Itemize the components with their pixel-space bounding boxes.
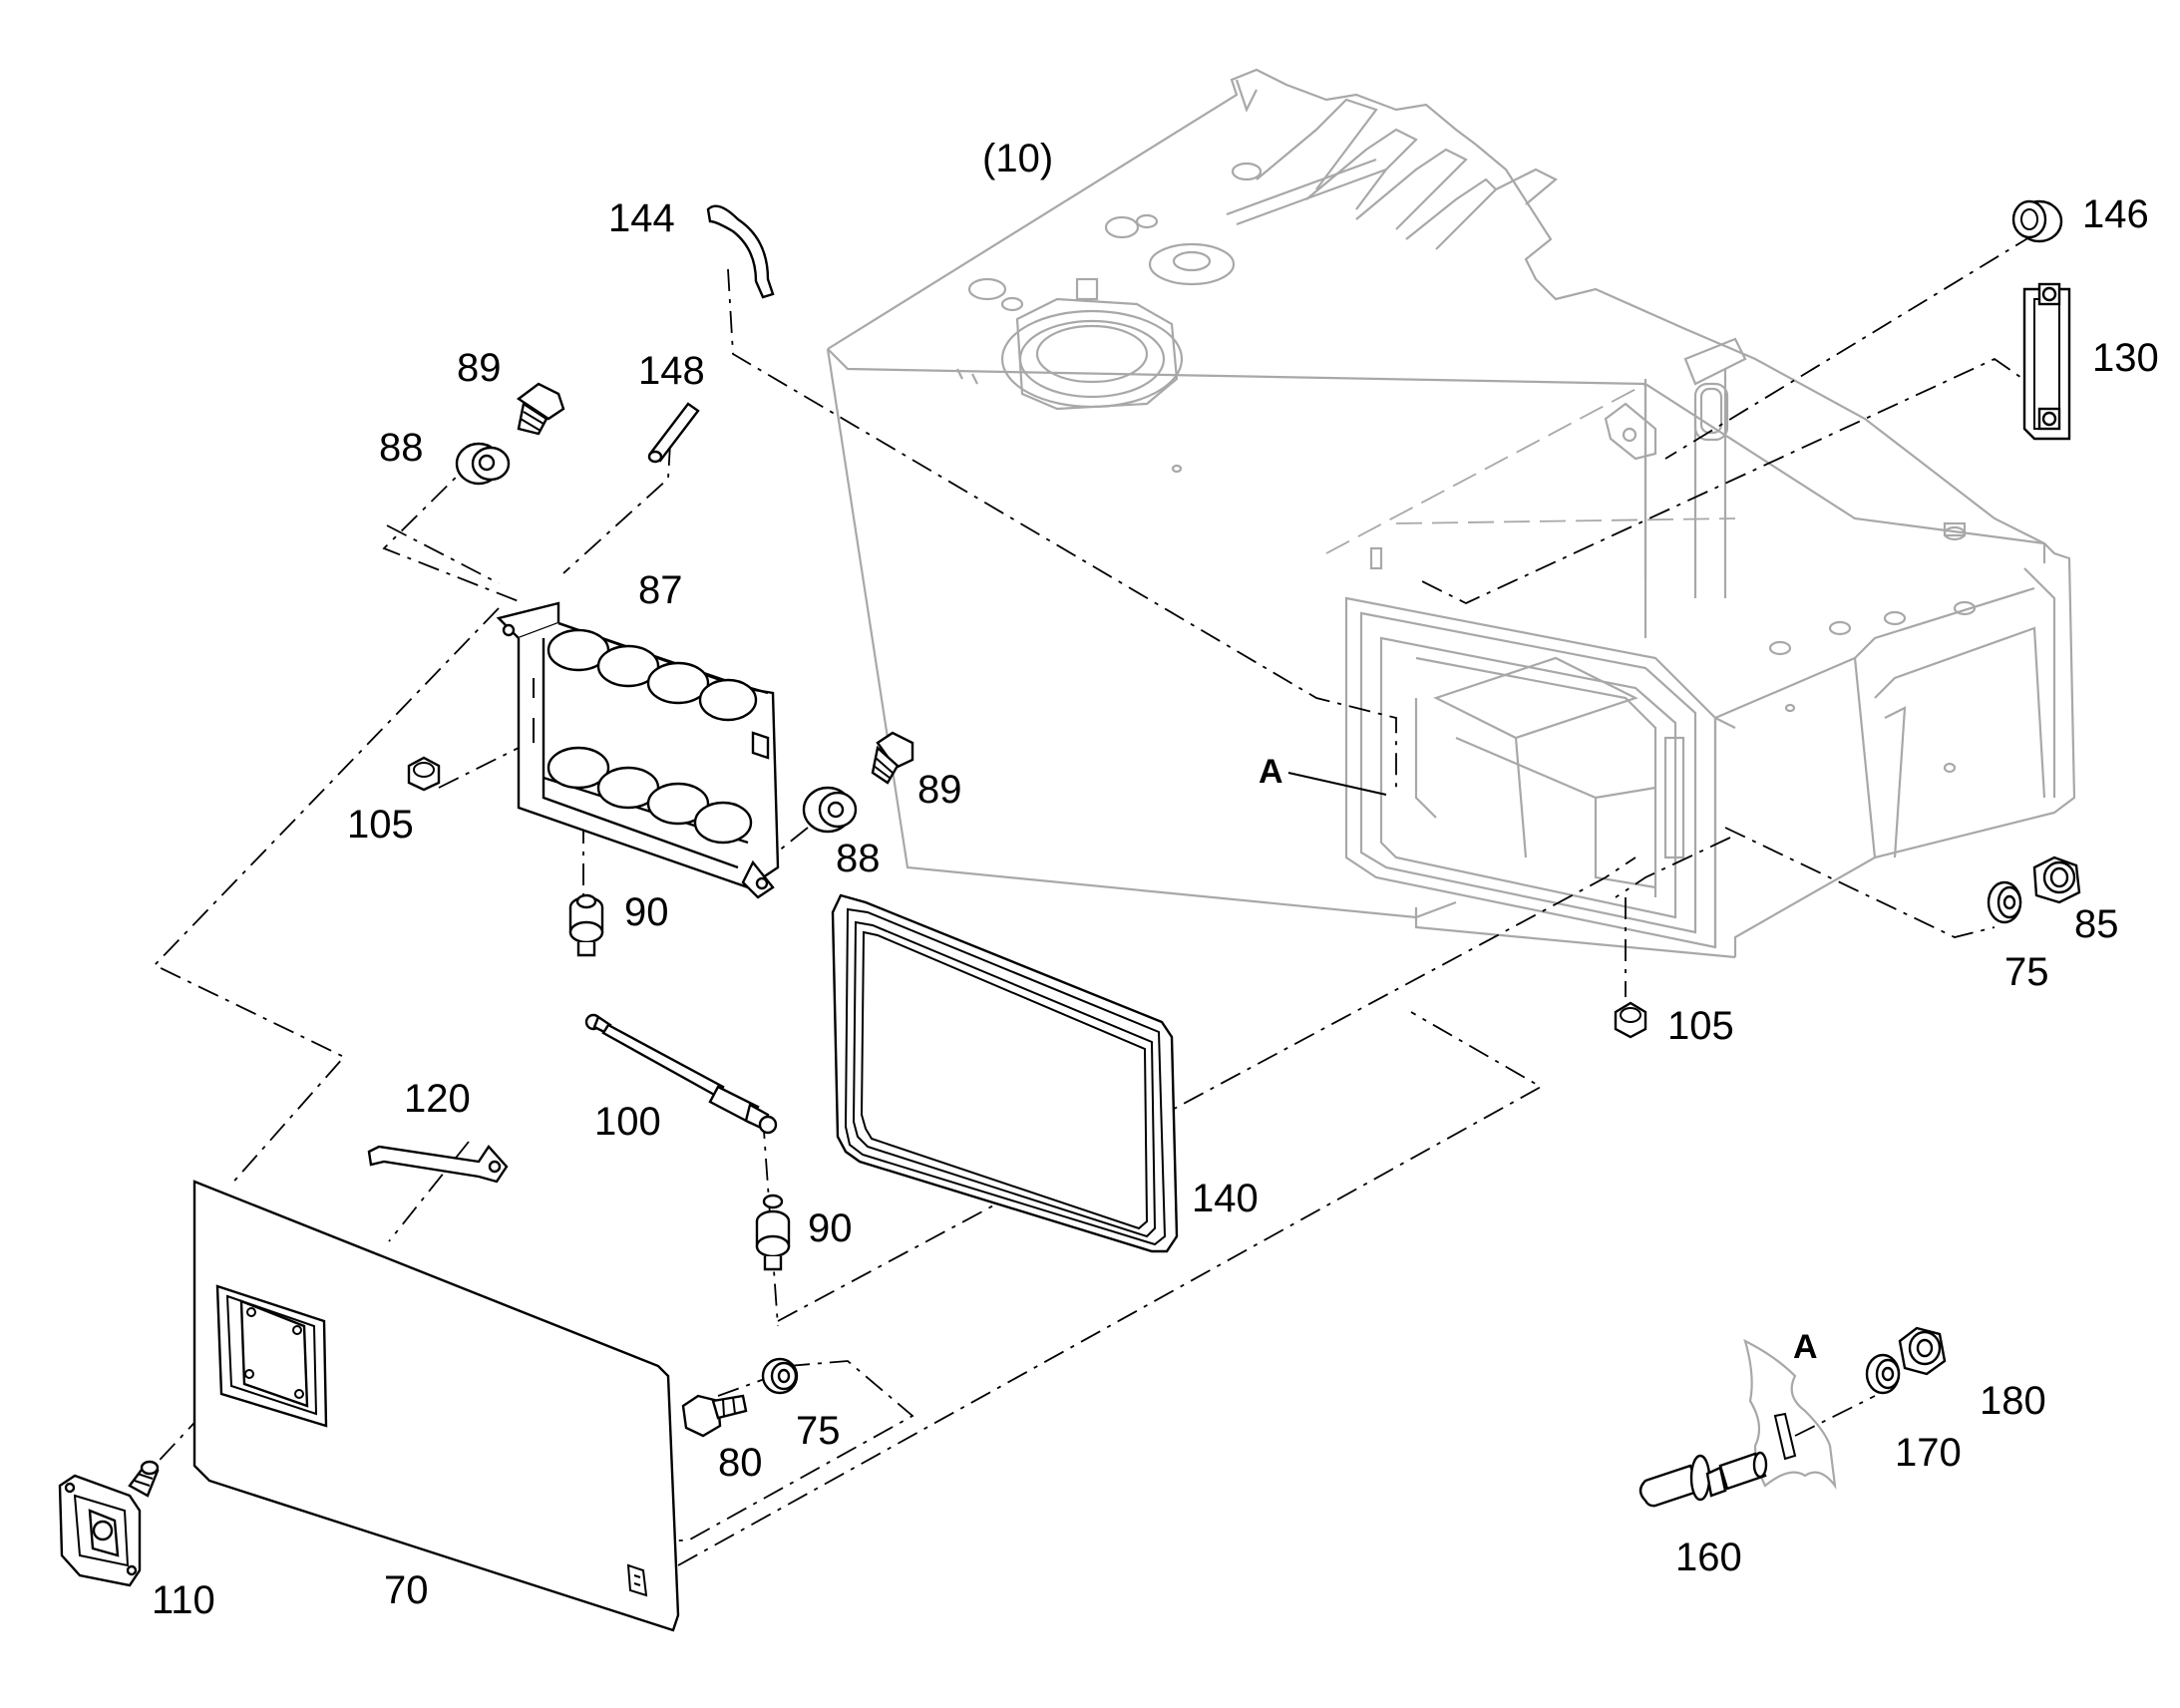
latch-part-120: [367, 1145, 509, 1184]
bolt-part-89-top: [516, 382, 565, 436]
callout-130: 130: [2092, 336, 2159, 380]
cap-part-146: [2011, 199, 2063, 243]
washer-part-75-lower: [761, 1357, 799, 1395]
callout-160: 160: [1675, 1536, 1742, 1579]
ball-stud-part-90-upper: [568, 893, 604, 957]
callout-146: 146: [2082, 192, 2149, 236]
door-panel-part-70: [192, 1180, 680, 1632]
callout-85: 85: [2074, 902, 2119, 946]
callout-120: 120: [404, 1077, 471, 1121]
callout-80: 80: [718, 1441, 763, 1485]
callout-89-top: 89: [457, 346, 502, 390]
callout-88-right: 88: [836, 837, 881, 880]
nut-part-105-right: [1614, 1001, 1647, 1039]
washer-part-170: [1865, 1353, 1901, 1395]
bolt-part-89-right: [871, 731, 914, 785]
detail-a-inset: [1743, 1338, 1876, 1490]
ball-stud-part-160: [1638, 1451, 1768, 1508]
callout-144: 144: [608, 196, 675, 240]
bracket-part-87: [496, 601, 780, 899]
callout-140: 140: [1192, 1177, 1259, 1220]
callout-90-upper: 90: [624, 890, 669, 934]
bolt-part-80: [681, 1394, 748, 1438]
callout-148: 148: [638, 349, 705, 393]
assembly-ref-label: (10): [982, 137, 1053, 180]
washer-part-88-right: [802, 786, 858, 834]
callout-75-lower: 75: [796, 1409, 841, 1453]
detail-a-marker-inset: A: [1793, 1328, 1818, 1366]
washer-part-75-right: [1987, 880, 2022, 924]
pin-part-148: [647, 402, 700, 464]
gas-strut-part-100: [584, 1013, 778, 1135]
callout-labels: (10) 144 146 130 89 148 88 87 105 89 88 …: [152, 137, 2159, 1622]
nut-part-85: [2032, 855, 2081, 904]
nut-part-180: [1898, 1326, 1947, 1376]
callout-70: 70: [384, 1568, 429, 1612]
callout-87: 87: [638, 568, 683, 612]
washer-part-88-top: [455, 442, 511, 486]
gauge-part-130: [2022, 282, 2071, 441]
callout-100: 100: [594, 1100, 661, 1144]
callout-110: 110: [152, 1578, 215, 1622]
callout-105-left: 105: [347, 803, 414, 847]
callout-105-right: 105: [1667, 1004, 1734, 1048]
ball-stud-part-90-lower: [755, 1194, 791, 1271]
lock-part-110: [58, 1460, 160, 1587]
callout-170: 170: [1895, 1431, 1962, 1475]
callout-90-lower: 90: [808, 1206, 853, 1250]
callout-89-right: 89: [917, 768, 962, 812]
seal-part-140: [831, 893, 1179, 1253]
housing-assembly: [826, 68, 2076, 959]
detail-a-leader: [1287, 772, 1387, 796]
detail-a-marker-main: A: [1259, 753, 1283, 791]
callout-180: 180: [1980, 1379, 2046, 1423]
nut-part-105-left: [407, 756, 441, 792]
hose-part-144: [706, 204, 775, 299]
callout-88-top: 88: [379, 426, 424, 470]
callout-75-right: 75: [2004, 950, 2049, 994]
